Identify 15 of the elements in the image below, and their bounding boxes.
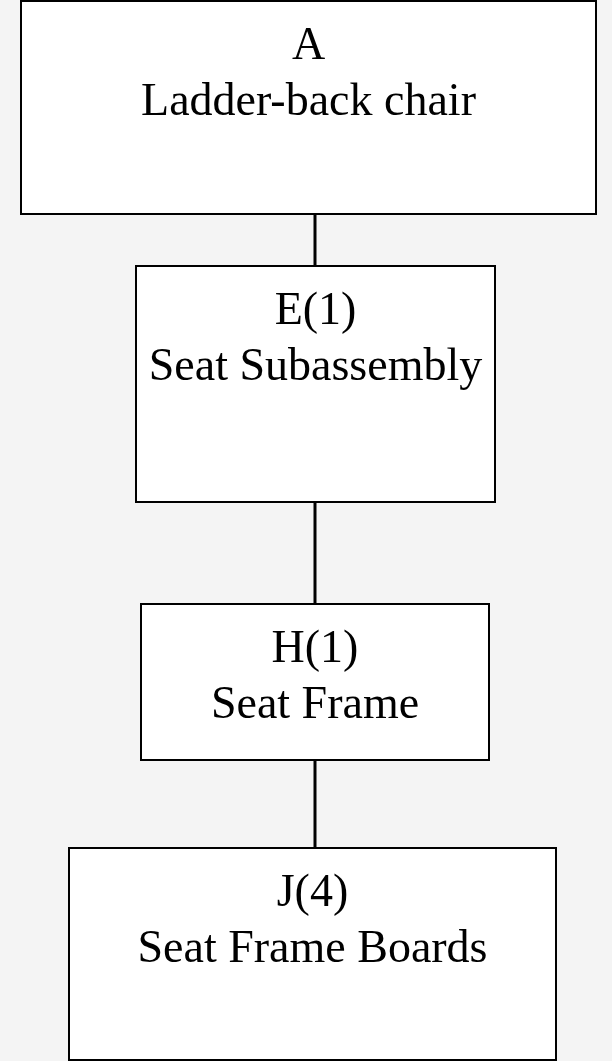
part-code: J(4) [276, 864, 349, 918]
part-code: E(1) [274, 282, 357, 336]
part-box [68, 847, 557, 1061]
connector-line [313, 761, 317, 847]
part-name: Seat Frame Boards [137, 920, 488, 974]
part-box [135, 265, 496, 503]
connector-line [313, 503, 317, 603]
part-name: Ladder-back chair [141, 73, 476, 127]
part-box [20, 0, 597, 215]
connector-line [313, 215, 317, 265]
part-name: Seat Subassembly [148, 338, 483, 392]
part-box [140, 603, 490, 761]
part-code: A [291, 17, 326, 71]
part-name: Seat Frame [210, 676, 420, 730]
part-code: H(1) [271, 620, 359, 674]
